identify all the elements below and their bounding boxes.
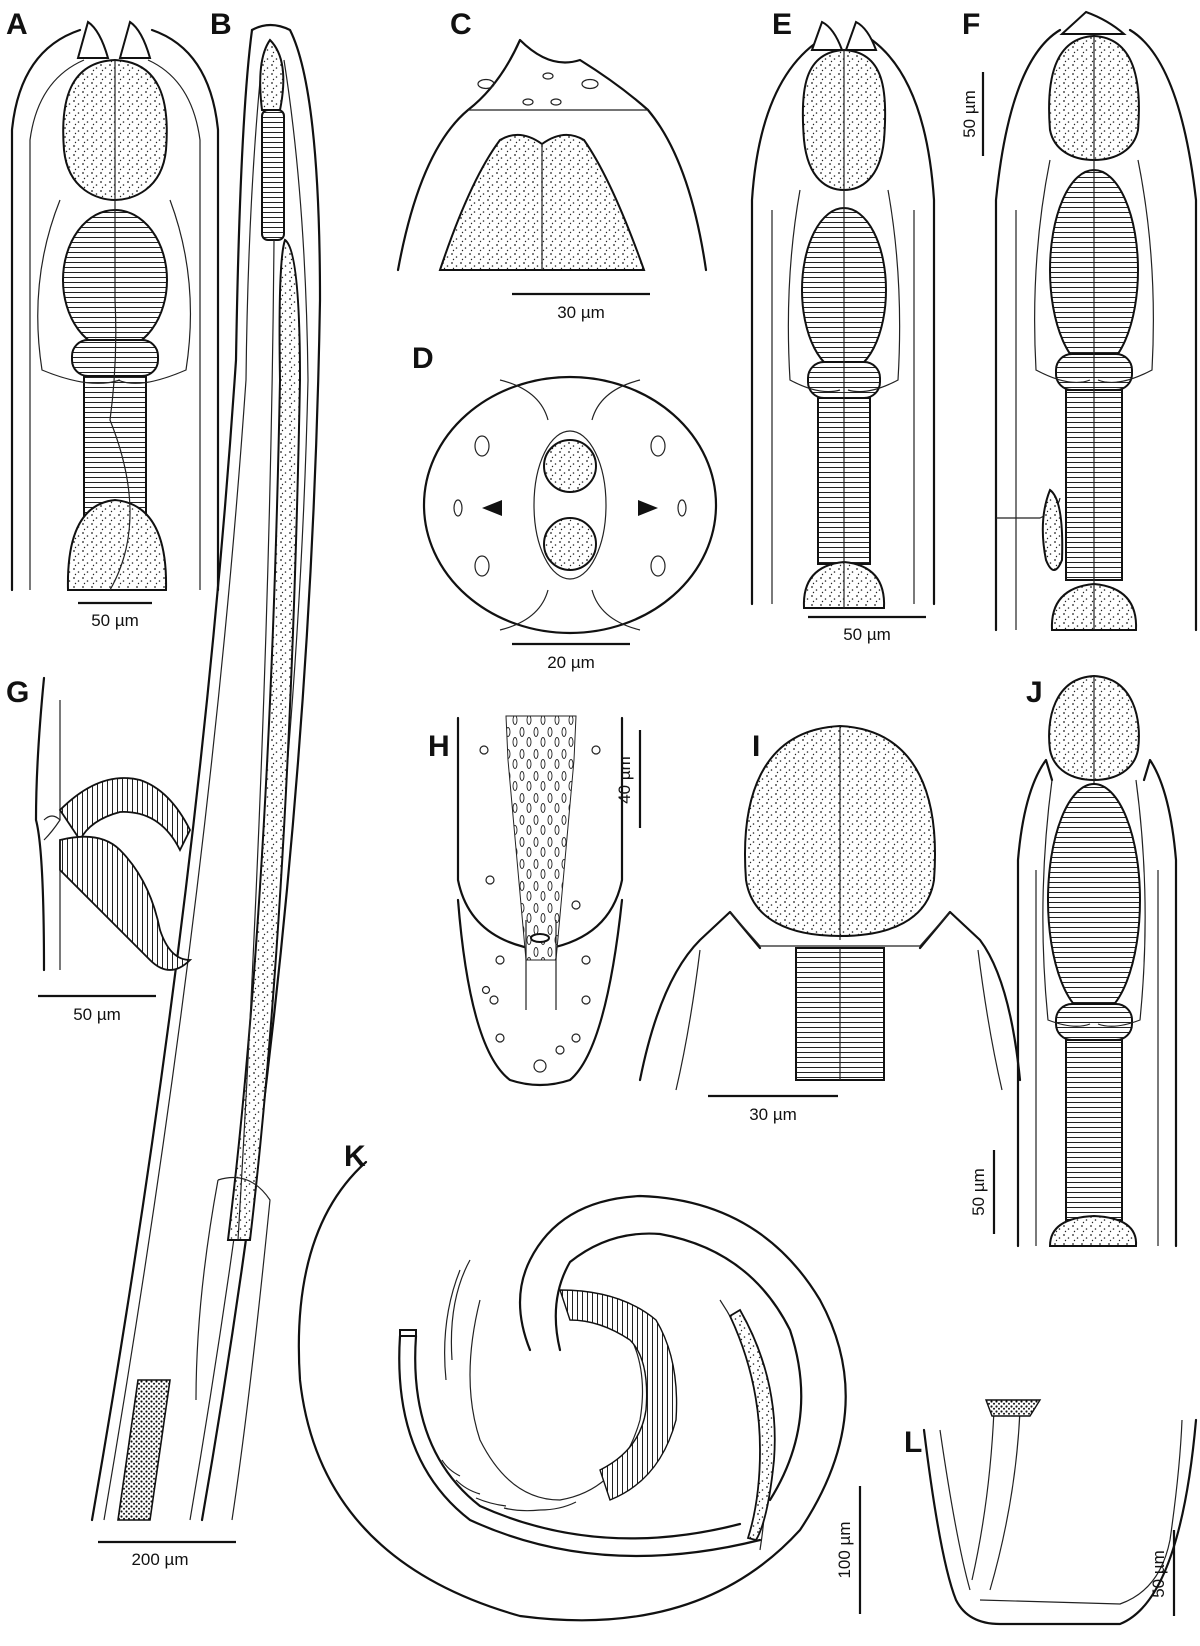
scale-label: 30 µm [749, 1105, 797, 1124]
scale-label: 50 µm [843, 625, 891, 644]
panel-l: L 50 µm [904, 1399, 1198, 1626]
panel-label: J [1026, 676, 1043, 709]
panel-label: H [428, 730, 450, 763]
scale-label: 50 µm [969, 1168, 988, 1216]
panel-label: A [6, 8, 28, 41]
scale-label: 100 µm [835, 1521, 854, 1578]
panel-d: D 20 µm [412, 342, 718, 672]
panel-i: I 30 µm [638, 724, 1022, 1124]
panel-g: G 50 µm [6, 676, 193, 1024]
scale-label: 40 µm [615, 756, 634, 804]
scale-label: 50 µm [91, 611, 139, 630]
panel-label: K [344, 1140, 366, 1173]
panel-f: F 50 µm [960, 8, 1198, 632]
scale-label: 20 µm [547, 653, 595, 672]
panel-a: A 50 µm [6, 8, 220, 630]
panel-e: E 50 µm [750, 8, 936, 644]
panel-b: B 200 µm [90, 8, 322, 1569]
panel-label: C [450, 8, 472, 41]
panel-c: C 30 µm [396, 8, 708, 322]
panel-j: J 50 µm [969, 674, 1178, 1248]
panel-label: F [962, 8, 980, 41]
panel-label: B [210, 8, 232, 41]
scale-label: 50 µm [73, 1005, 121, 1024]
scale-label: 50 µm [960, 90, 979, 138]
panel-k: K 100 µm [297, 1140, 862, 1622]
panel-h: H 40 µm [428, 715, 642, 1087]
panel-label: L [904, 1426, 922, 1459]
panel-label: I [752, 730, 760, 763]
panel-label: D [412, 342, 434, 375]
scale-label: 30 µm [557, 303, 605, 322]
panel-label: E [772, 8, 792, 41]
scale-label: 200 µm [131, 1550, 188, 1569]
panel-label: G [6, 676, 29, 709]
scale-label: 50 µm [1149, 1550, 1168, 1598]
